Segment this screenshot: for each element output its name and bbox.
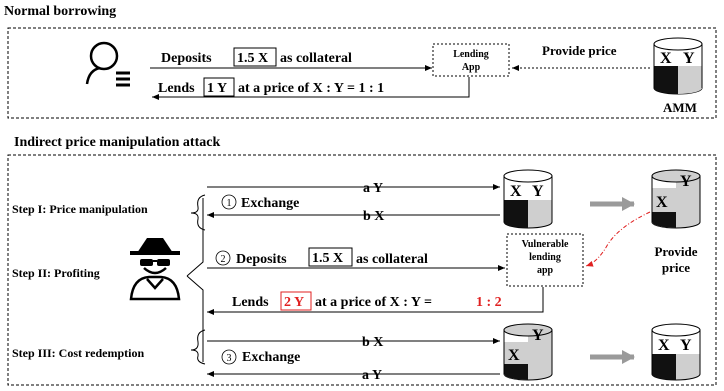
step2-deposit-amount: 1.5 X <box>312 251 343 266</box>
step1-bX-label: b X <box>363 209 384 224</box>
attacker-icon <box>129 238 181 301</box>
step-connector-up <box>186 198 204 277</box>
normal-lend-suffix: at a price of X : Y = 1 : 1 <box>238 81 384 96</box>
normal-lend-amount: 1 Y <box>207 81 227 96</box>
normal-section-title: Normal borrowing <box>4 4 116 19</box>
pool-manipulated-icon <box>651 169 701 229</box>
step2-deposit-suffix: as collateral <box>356 252 428 267</box>
normal-provide-price-label: Provide price <box>542 43 617 58</box>
provide-price-line1: Provide <box>654 244 697 259</box>
amm-pool-icon <box>653 37 703 95</box>
step1-number: 1 <box>227 198 232 209</box>
provide-price-line2: price <box>662 260 690 275</box>
pool2-y-label: Y <box>680 173 692 190</box>
step3-aY-label: a Y <box>362 368 382 383</box>
step1-label: Step I: Price manipulation <box>12 202 148 216</box>
lending-app-line2: App <box>462 62 481 73</box>
step2-lend-amount-box <box>280 291 312 311</box>
normal-deposit-amount-box <box>233 47 277 67</box>
vulnerable-app-line3: app <box>537 265 554 276</box>
step2-label: Step II: Profiting <box>12 266 100 280</box>
step-connector-down <box>186 275 204 362</box>
pool1-x-label: X <box>510 183 522 200</box>
pool-balanced-icon <box>503 169 553 229</box>
normal-lend-amount-box <box>203 77 235 97</box>
step1-brace <box>190 194 206 231</box>
step1-number-circle <box>221 194 237 210</box>
normal-lend-prefix: Lends <box>158 81 195 96</box>
vulnerable-app-line1: Vulnerable <box>522 239 569 250</box>
amm-label: AMM <box>663 100 697 115</box>
step2-deposit-prefix: Deposits <box>236 252 287 267</box>
pool-restored-icon <box>651 323 701 381</box>
step2-number: 2 <box>221 254 226 265</box>
amm-x-label: X <box>660 50 672 67</box>
step2-deposit-amount-box <box>308 247 353 267</box>
normal-section-frame <box>7 27 717 119</box>
amm-y-label: Y <box>683 50 695 67</box>
pool4-y-label: Y <box>680 337 692 354</box>
vulnerable-app-box <box>506 233 584 287</box>
step2-lend-amount: 2 Y <box>284 295 304 310</box>
normal-lend-arrow <box>152 77 470 100</box>
step2-lend-prefix: Lends <box>232 295 269 310</box>
pool2-x-label: X <box>656 194 668 211</box>
pool-manipulated-icon-step3 <box>503 323 553 381</box>
attack-section-title: Indirect price manipulation attack <box>14 135 220 150</box>
step1-exchange-label: Exchange <box>241 196 299 211</box>
step3-brace <box>190 329 206 365</box>
user-icon <box>85 41 130 87</box>
lending-app-line1: Lending <box>453 49 489 60</box>
normal-deposit-amount: 1.5 X <box>237 51 268 66</box>
attack-section-frame <box>7 154 717 386</box>
red-provide-price-arrow <box>585 211 651 267</box>
pool4-x-label: X <box>658 337 670 354</box>
pool1-y-label: Y <box>532 183 544 200</box>
step3-number: 3 <box>227 353 232 364</box>
vulnerable-app-line2: lending <box>529 252 561 263</box>
normal-deposit-suffix: as collateral <box>280 51 352 66</box>
step2-number-circle <box>215 250 231 266</box>
step3-bX-label: b X <box>362 335 383 350</box>
lending-app-box <box>432 43 510 77</box>
step3-number-circle <box>221 349 237 365</box>
normal-deposit-prefix: Deposits <box>161 51 212 66</box>
step2-lend-ratio: 1 : 2 <box>476 295 502 310</box>
step3-label: Step III: Cost redemption <box>12 346 144 360</box>
step2-lend-arrow <box>207 287 544 315</box>
step3-exchange-label: Exchange <box>242 350 300 365</box>
step1-aY-label: a Y <box>363 181 383 196</box>
step2-lend-mid: at a price of X : Y = <box>315 295 432 310</box>
pool3-y-label: Y <box>532 327 544 344</box>
pool3-x-label: X <box>508 347 520 364</box>
